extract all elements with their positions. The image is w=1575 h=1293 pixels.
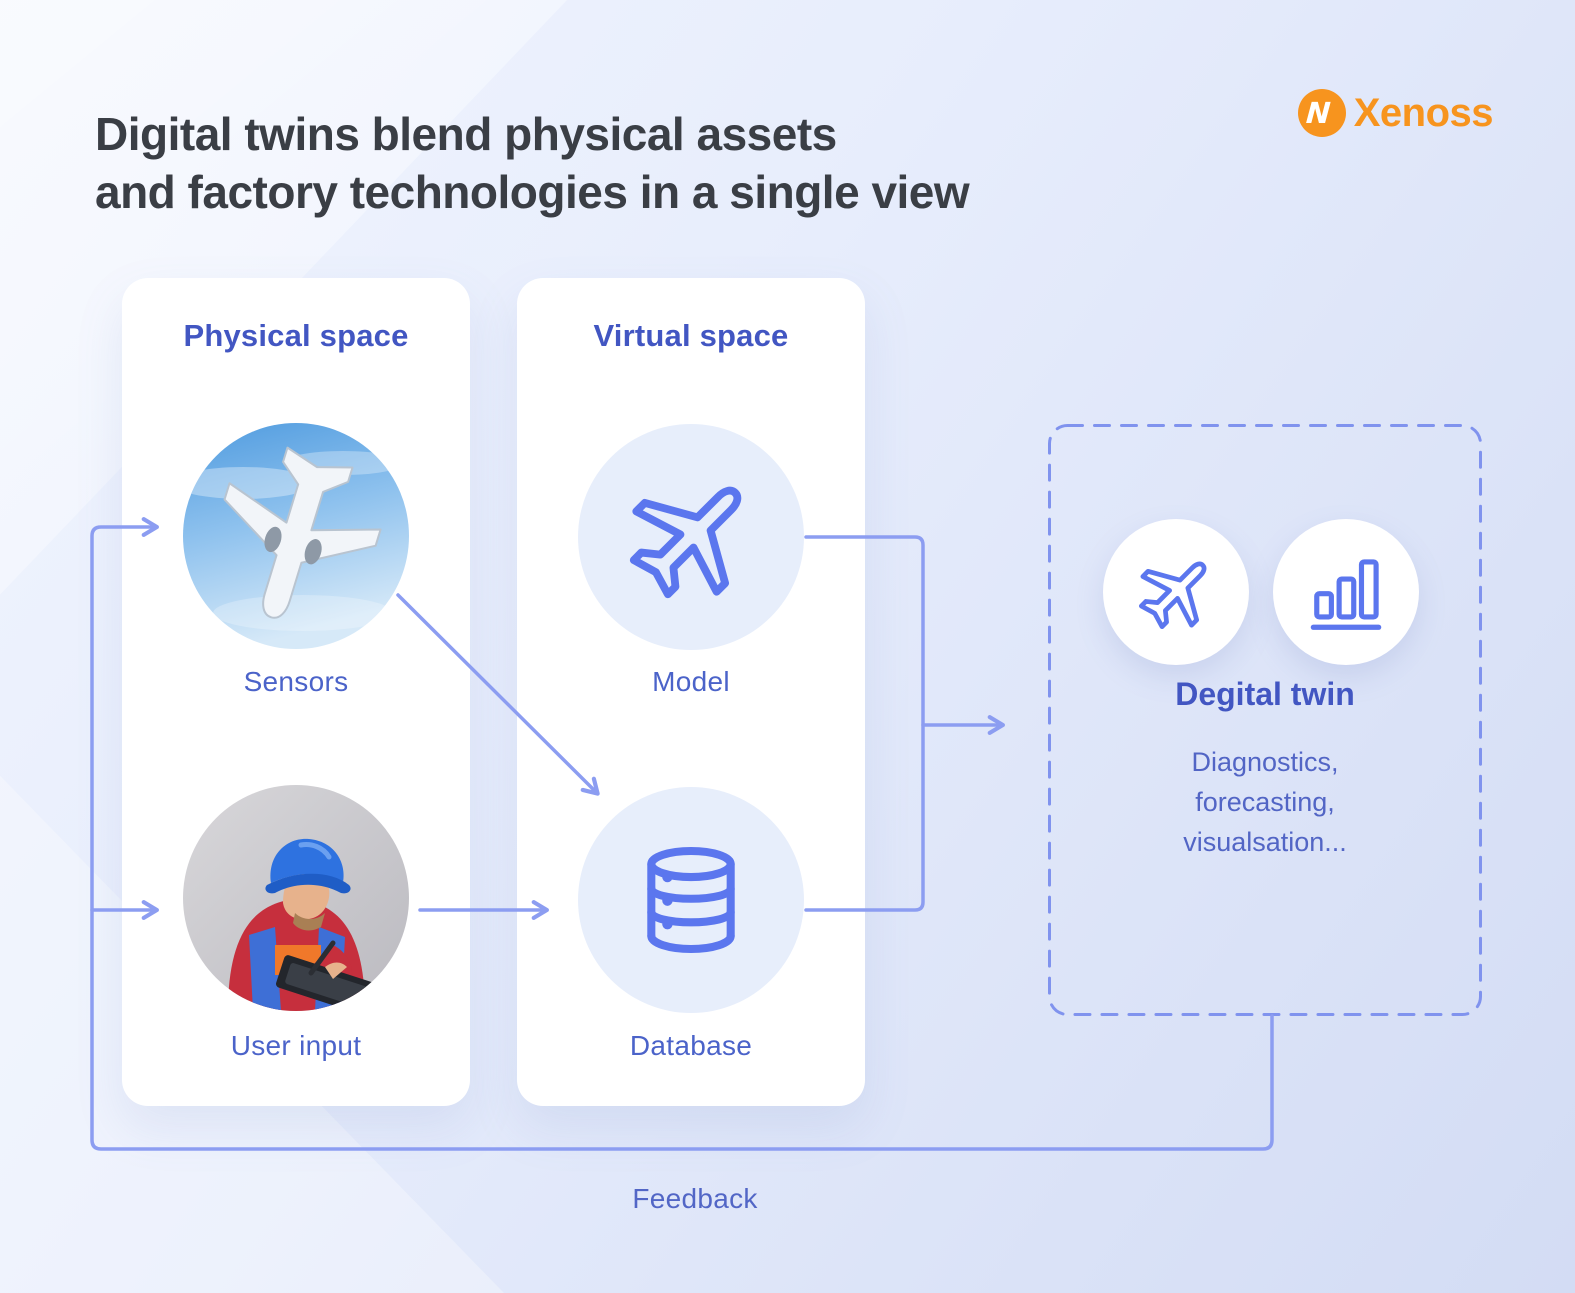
digital-twin-desc-line-1: Diagnostics, (1191, 747, 1339, 777)
physical-space-header: Physical space (183, 318, 409, 353)
feedback-label: Feedback (632, 1183, 758, 1214)
database-icon-circle (578, 787, 804, 1013)
xenoss-n-icon: N (1297, 89, 1346, 137)
digital-twin-desc-line-3: visualsation... (1183, 827, 1347, 857)
twin-chart-circle (1273, 519, 1419, 665)
xenoss-logo-text: Xenoss (1353, 90, 1494, 135)
virtual-space-card: Virtual space Model (517, 278, 865, 1106)
sensors-label: Sensors (243, 666, 349, 697)
dashed-border (1048, 424, 1482, 1016)
page-title-line-2: and factory technologies in a single vie… (95, 165, 970, 218)
user-input-photo (183, 785, 409, 1011)
database-icon (647, 846, 735, 954)
digital-twin-box: Degital twin Diagnostics, forecasting, v… (1048, 424, 1482, 1016)
model-icon-circle (578, 424, 804, 650)
bar-chart-icon (1310, 559, 1382, 630)
model-label: Model (652, 666, 730, 697)
digital-twin-title: Degital twin (1175, 676, 1355, 712)
plane-icon (1138, 561, 1207, 630)
page-title-line-1: Digital twins blend physical assets (95, 107, 837, 160)
user-input-label: User input (230, 1030, 362, 1061)
database-label: Database (629, 1030, 753, 1061)
svg-text:N: N (1305, 96, 1332, 130)
worker-photo-illustration (183, 785, 409, 1011)
xenoss-logo: N Xenoss (1297, 88, 1494, 138)
plane-icon (629, 486, 742, 599)
digital-twin-description: Diagnostics, forecasting, visualsation..… (1048, 742, 1482, 862)
physical-space-card: Physical space (122, 278, 470, 1106)
twin-plane-circle (1103, 519, 1249, 665)
virtual-space-header: Virtual space (593, 318, 789, 353)
page-title: Digital twins blend physical assets and … (95, 105, 970, 221)
airplane-photo-illustration (183, 423, 409, 649)
sensors-photo (183, 423, 409, 649)
digital-twin-desc-line-2: forecasting, (1195, 787, 1335, 817)
